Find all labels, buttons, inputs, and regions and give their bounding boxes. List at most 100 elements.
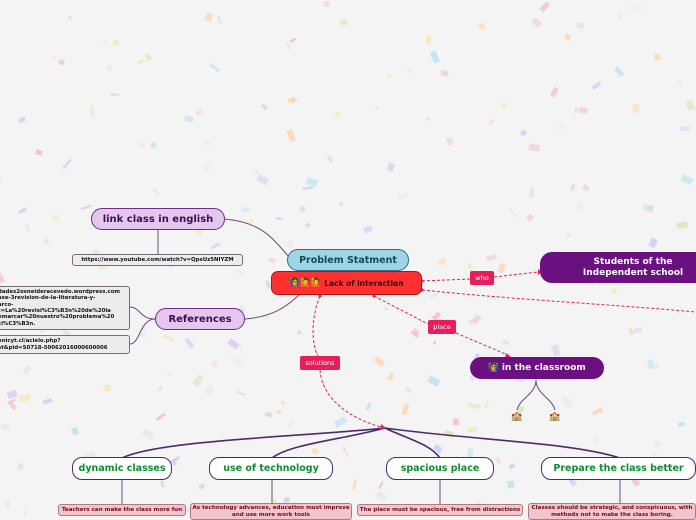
confetti-piece — [276, 409, 283, 415]
confetti-piece — [302, 185, 314, 191]
confetti-piece — [227, 338, 240, 350]
lack-of-interaction-node[interactable]: 👩‍🏫🙋🙋 Lack of interaction — [271, 271, 422, 295]
confetti-piece — [610, 287, 618, 295]
solution-prepare-class-better[interactable]: Prepare the class better — [541, 457, 696, 480]
confetti-piece — [362, 225, 373, 234]
solutions-tag[interactable]: solutions — [300, 356, 340, 370]
confetti-piece — [564, 33, 572, 41]
confetti-piece — [652, 452, 658, 458]
references-node[interactable]: References — [155, 308, 245, 330]
confetti-piece — [101, 38, 107, 44]
link-class-url-text: https://www.youtube.com/watch?v=QpsUz5NI… — [81, 257, 234, 263]
link-class-node[interactable]: link class in english — [91, 208, 225, 230]
note-use-of-technology[interactable]: As technology advances, education must i… — [190, 503, 352, 520]
solution-dynamic-classes[interactable]: dynamic classes — [72, 457, 172, 480]
confetti-piece — [506, 480, 515, 489]
connector-solutions-fan — [121, 427, 621, 459]
confetti-piece — [680, 174, 694, 185]
confetti-piece — [627, 327, 635, 336]
confetti-piece — [17, 463, 24, 470]
note-spacious-place[interactable]: The place must be spacious, free from di… — [357, 504, 523, 516]
confetti-piece — [195, 109, 203, 116]
confetti-piece — [286, 129, 296, 142]
confetti-piece — [19, 393, 31, 403]
students-node[interactable]: Students of the Independent school — [540, 252, 696, 283]
who-tag-label: who — [475, 274, 489, 282]
confetti-piece — [432, 340, 437, 345]
confetti-piece — [550, 86, 559, 98]
confetti-piece — [561, 395, 573, 408]
confetti-piece — [80, 204, 92, 211]
confetti-piece — [216, 16, 223, 25]
link-class-url[interactable]: https://www.youtube.com/watch?v=QpsUz5NI… — [72, 254, 243, 266]
confetti-piece — [365, 402, 373, 411]
problem-statement-node[interactable]: Problem Statment — [287, 249, 409, 271]
solution-use-of-technology[interactable]: use of technology — [209, 457, 333, 480]
teacher-students-emoji-icon: 👩‍🏫🙋🙋 — [289, 278, 322, 288]
confetti-piece — [478, 22, 486, 30]
confetti-piece — [652, 440, 662, 449]
confetti-piece — [305, 222, 311, 228]
solution-title: use of technology — [223, 463, 319, 474]
confetti-piece — [429, 292, 439, 299]
confetti-piece — [7, 399, 18, 411]
place-tag[interactable]: place — [428, 320, 456, 334]
confetti-piece — [0, 423, 11, 431]
confetti-piece — [204, 384, 215, 396]
who-tag[interactable]: who — [470, 271, 494, 285]
connector-place — [373, 295, 511, 357]
confetti-piece — [334, 111, 341, 118]
confetti-piece — [67, 15, 73, 20]
confetti-piece — [502, 339, 510, 345]
classroom-title: in the classroom — [501, 363, 586, 373]
place-tag-label: place — [433, 323, 451, 331]
solution-spacious-place[interactable]: spacious place — [386, 457, 494, 480]
confetti-piece — [282, 496, 291, 504]
confetti-piece — [425, 34, 432, 45]
school-icon[interactable]: 🏫 — [549, 412, 561, 422]
confetti-piece — [591, 407, 603, 416]
connector-solution-notes — [121, 480, 621, 504]
reference-url-1-text: dades2osneideracevedo.wordpress.com ase-… — [0, 288, 121, 327]
reference-url-1[interactable]: dades2osneideracevedo.wordpress.com ase-… — [0, 286, 130, 330]
confetti-piece — [437, 257, 447, 266]
confetti-piece — [236, 357, 243, 363]
lack-of-interaction-title: Lack of interaction — [324, 278, 404, 288]
confetti-piece — [43, 238, 50, 245]
confetti-piece — [236, 390, 246, 397]
confetti-piece — [425, 116, 430, 122]
school-icon[interactable]: 🏫 — [511, 412, 523, 422]
confetti-piece — [166, 372, 172, 376]
confetti-piece — [574, 107, 579, 113]
confetti-piece — [287, 419, 294, 429]
confetti-piece — [333, 416, 347, 428]
confetti-piece — [550, 344, 561, 357]
confetti-piece — [579, 106, 588, 114]
confetti-piece — [468, 375, 476, 382]
note-dynamic-classes[interactable]: Teachers can make the class more fun — [58, 504, 186, 516]
confetti-piece — [306, 177, 318, 187]
confetti-piece — [470, 314, 482, 326]
confetti-piece — [157, 385, 164, 392]
note-prepare-class-better[interactable]: Classes should be strategic, and conspic… — [528, 503, 696, 520]
confetti-piece — [192, 374, 205, 387]
confetti-piece — [386, 73, 392, 80]
confetti-piece — [632, 103, 640, 113]
connector-classroom-children — [516, 379, 556, 411]
confetti-piece — [90, 105, 95, 118]
confetti-piece — [432, 443, 444, 454]
confetti-piece — [286, 240, 294, 248]
classroom-node[interactable]: 👩‍🏫 in the classroom — [470, 357, 604, 379]
confetti-piece — [280, 400, 286, 406]
note-text: Classes should be strategic, and conspic… — [531, 504, 693, 518]
confetti-piece — [25, 223, 30, 232]
confetti-piece — [634, 327, 642, 333]
confetti-piece — [264, 412, 273, 418]
reference-url-2[interactable]: onicyt.cl/acielo.php? st&pid=S0718-50062… — [0, 335, 130, 354]
confetti-piece — [155, 412, 166, 422]
confetti-piece — [62, 158, 72, 170]
confetti-piece — [526, 213, 534, 222]
confetti-piece — [4, 498, 10, 509]
confetti-piece — [569, 183, 576, 192]
